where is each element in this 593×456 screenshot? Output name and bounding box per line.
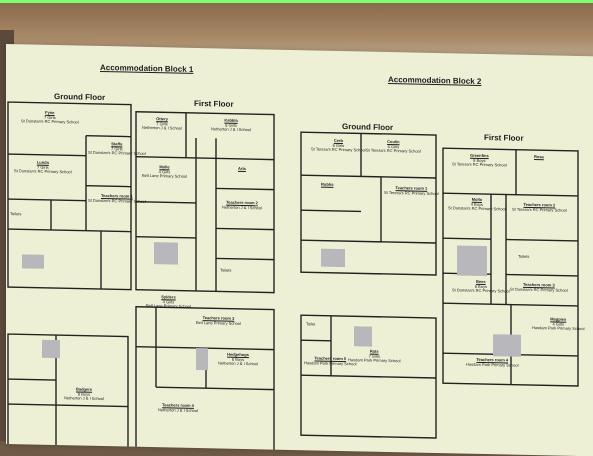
room-greenfins: Greenfins 8 Boys St Teresa's RC Primary … xyxy=(452,153,507,168)
room-school: Bell Lane Primary School xyxy=(142,172,187,179)
room-coulin: Coulin 6 Girls St Teresa's RC Primary Sc… xyxy=(366,139,421,154)
room-kabbla: Kabbla 8 Girls Netherton J & I School xyxy=(211,118,252,133)
room-rubha: Rubha xyxy=(321,181,334,188)
room-school: Bell Lane Primary School xyxy=(146,302,191,309)
room-toilets-b2: Toilets xyxy=(518,253,530,259)
room-school: Netherton J & I School xyxy=(222,204,263,211)
room-name: Toilets xyxy=(10,211,22,217)
floor-plan-lines xyxy=(7,101,579,456)
room-hedgehogs: Hedgehogs 8 Boys Netherton J & I School xyxy=(218,352,259,367)
room-cerb: Cerb 6 Girls St Teresa's RC Primary Scho… xyxy=(311,138,366,153)
room-arla: Arla xyxy=(238,165,246,172)
room-ottery: Ottery 7 Girls Netherton J & I School xyxy=(142,116,183,131)
room-toilet-b2: Toilet xyxy=(306,321,316,327)
room-molle: Molle 4 Girls Bell Lane Primary School xyxy=(142,164,187,179)
room-bees: Bees 8 Boys St Dunstan's RC Primary Scho… xyxy=(452,279,510,294)
room-teachers-b2-4: Teachers room 4 Hasdam Park Primary Scho… xyxy=(466,357,519,368)
room-teachers-1: Teachers room 1 St Dunstan's RC Primary … xyxy=(88,193,146,204)
room-school: Netherton J & I School xyxy=(158,407,199,414)
room-magpies: Magpies 4 Girls Hasdam Park Primary Scho… xyxy=(532,316,585,332)
room-name: Toilet xyxy=(306,321,316,327)
room-school: Hasdam Park Primary School xyxy=(532,325,585,332)
room-school: Hasdam Park Primary School xyxy=(466,361,519,368)
room-name: Rosa xyxy=(534,154,544,160)
room-name: Toilets xyxy=(220,267,232,273)
room-sylders: Sylders 4 Girls Bell Lane Primary School xyxy=(146,294,191,309)
room-teachers-b2-2: Teachers room 2 St Teresa's RC Primary S… xyxy=(512,202,567,213)
room-school: Netherton J & I School xyxy=(64,395,105,402)
room-school: Netherton J & I School xyxy=(142,124,183,131)
block2-ground-floor-label: Ground Floor xyxy=(342,122,394,133)
room-fyne: Fyne 7 Girls St Dunstan's RC Primary Sch… xyxy=(21,110,79,125)
room-toilets-ff: Toilets xyxy=(220,267,232,273)
room-lunda: Lunda 7 Girls St Dunstan's RC Primary Sc… xyxy=(14,160,72,175)
floor-plan-sheet: Accommodation Block 1 Ground Floor First… xyxy=(6,44,593,456)
room-name: Rubha xyxy=(321,181,334,187)
room-staffa: Staffa 7 Girls St Dunstan's RC Primary S… xyxy=(88,141,146,156)
room-teachers-2: Teachers room 2 Netherton J & I School xyxy=(222,200,263,211)
block1-ground-floor-label: Ground Floor xyxy=(54,92,106,103)
room-molla: Molla 4 Boys St Dunstan's RC Primary Sch… xyxy=(448,197,506,212)
room-teachers-b2-5: Teachers room 5 Hasdam Park Primary Scho… xyxy=(304,355,357,367)
room-teachers-b2-3: Teachers room 3 St Dunstan's RC Primary … xyxy=(510,282,568,293)
room-badgers: Badgers 8 Boys Netherton J & I School xyxy=(64,386,105,402)
room-school: Netherton J & I School xyxy=(211,126,252,133)
room-school: Netherton J & I School xyxy=(218,360,259,367)
block1-first-floor-label: First Floor xyxy=(194,98,234,109)
room-teachers-b2-1: Teachers room 1 St Teresa's RC Primary S… xyxy=(384,185,439,196)
block2-first-floor-label: First Floor xyxy=(484,133,524,143)
room-school: Bell Lane Primary School xyxy=(196,319,241,326)
top-edge-bar xyxy=(0,0,593,3)
room-name: Arla xyxy=(238,165,246,172)
room-teachers-4: Teachers room 4 Netherton J & I School xyxy=(158,402,199,414)
room-teachers-3: Teachers room 3 Bell Lane Primary School xyxy=(196,315,241,326)
room-school: Hasdam Park Primary School xyxy=(304,360,357,367)
room-rosa: Rosa xyxy=(534,154,544,160)
room-toilets-gf: Toilets xyxy=(10,211,22,217)
room-name: Toilets xyxy=(518,253,530,259)
